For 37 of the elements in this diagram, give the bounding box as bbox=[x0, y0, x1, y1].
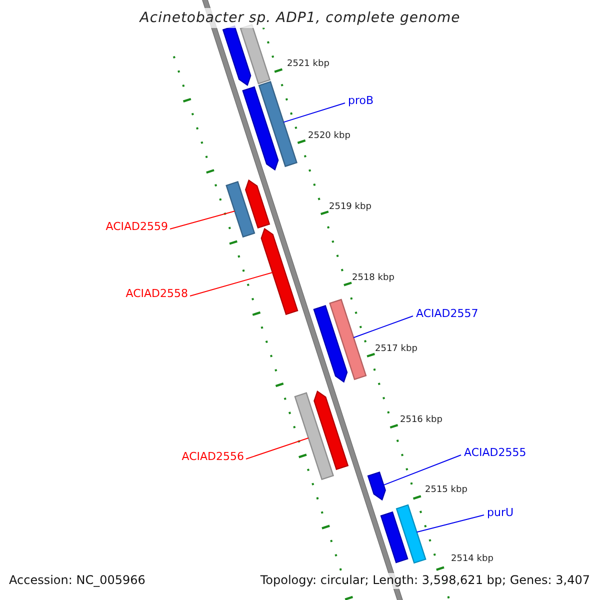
gene-label: purU bbox=[487, 507, 514, 520]
leader-line bbox=[246, 437, 309, 460]
gene-block bbox=[367, 471, 386, 501]
gene-block bbox=[260, 228, 298, 316]
scale-label: 2520 kbp bbox=[308, 131, 350, 142]
gene-block bbox=[380, 511, 408, 564]
gene-label: ACIAD2556 bbox=[182, 451, 244, 464]
leader-line bbox=[383, 454, 462, 486]
leader-line bbox=[170, 210, 236, 230]
accession-text: Accession: NC_005966 bbox=[7, 573, 148, 589]
gene-block bbox=[258, 81, 298, 168]
gene-label: ACIAD2557 bbox=[416, 308, 478, 321]
genome-summary: Topology: circular; Length: 3,598,621 bp; Genes: 3,407 bbox=[258, 573, 592, 589]
leader-line bbox=[283, 102, 346, 123]
gene-label: proB bbox=[348, 95, 374, 108]
gene-block bbox=[222, 25, 252, 86]
scale-label: 2521 kbp bbox=[287, 59, 330, 70]
scale-label: 2517 kbp bbox=[375, 344, 418, 354]
leader-line bbox=[190, 272, 273, 296]
leader-line bbox=[416, 514, 484, 533]
gene-block bbox=[226, 181, 256, 238]
scale-label: 2515 kbp bbox=[425, 485, 468, 496]
gene-block bbox=[242, 86, 279, 171]
scale-label: 2516 kbp bbox=[400, 415, 442, 426]
leader-line bbox=[353, 316, 414, 338]
gene-label: ACIAD2559 bbox=[106, 221, 168, 234]
gene-block bbox=[314, 390, 349, 470]
gene-block bbox=[313, 305, 348, 383]
gene-block bbox=[396, 504, 426, 564]
scale-label: 2518 kbp bbox=[352, 273, 394, 284]
gene-block bbox=[329, 298, 367, 380]
gene-label: ACIAD2558 bbox=[126, 288, 188, 301]
gene-block bbox=[244, 179, 270, 229]
scale-label: 2519 kbp bbox=[329, 202, 372, 212]
gene-label: ACIAD2555 bbox=[464, 447, 526, 460]
gene-block bbox=[294, 392, 334, 480]
scale-label: 2514 kbp bbox=[451, 554, 494, 564]
